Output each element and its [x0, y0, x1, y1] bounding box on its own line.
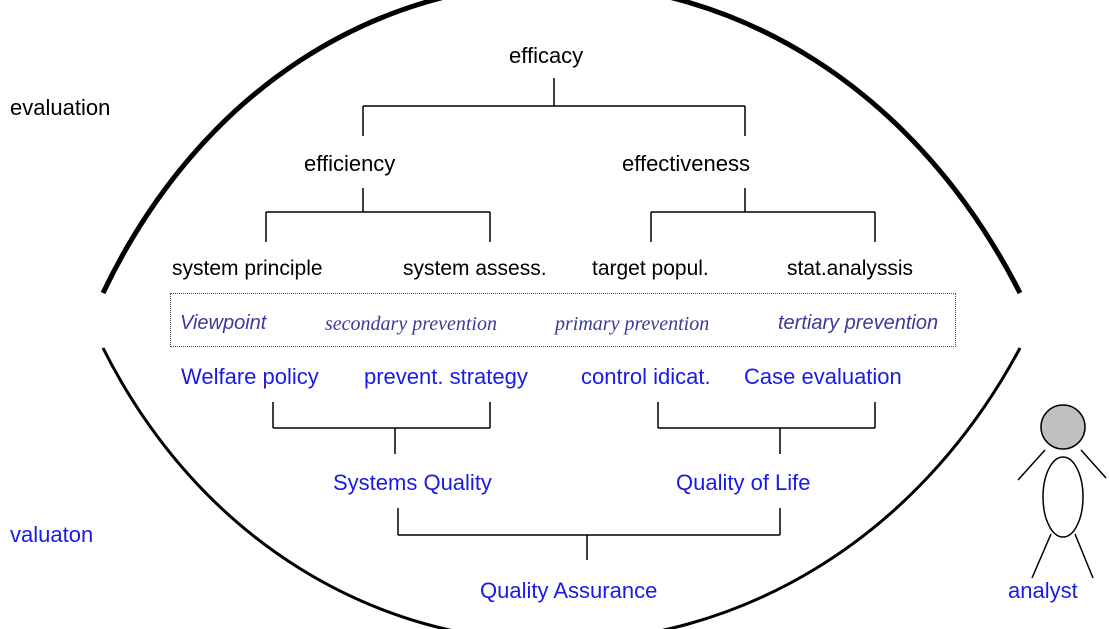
welfare-policy-node: Welfare policy [181, 364, 319, 389]
upper-arc [100, 0, 1023, 295]
tertiary-prevention-label: tertiary prevention [778, 312, 939, 334]
evaluation-label: evaluation [10, 95, 111, 120]
system-assess-node: system assess. [403, 257, 547, 280]
quality-assurance-node: Quality Assurance [480, 578, 658, 603]
primary-prevention-label: primary prevention [555, 313, 710, 335]
bottom-tree-connectors [272, 402, 876, 560]
target-popul-node: target popul. [592, 257, 709, 280]
lower-arc [101, 347, 1022, 629]
analyst-label: analyst [1008, 578, 1078, 603]
case-evaluation-node: Case evaluation [744, 364, 902, 389]
analyst-body [1042, 456, 1084, 538]
prevent-strategy-node: prevent. strategy [364, 364, 528, 389]
viewpoint-label: Viewpoint [180, 312, 267, 334]
systems-quality-node: Systems Quality [333, 470, 492, 495]
analyst-head [1040, 404, 1086, 450]
effectiveness-node: effectiveness [622, 151, 751, 176]
system-principle-node: system principle [172, 257, 323, 280]
quality-of-life-node: Quality of Life [676, 470, 811, 495]
top-tree-connectors [265, 78, 876, 242]
viewpoint-box [170, 293, 956, 347]
secondary-prevention-label: secondary prevention [325, 313, 497, 335]
efficiency-node: efficiency [304, 151, 396, 176]
efficacy-node: efficacy [509, 43, 584, 68]
control-indicat-node: control idicat. [581, 364, 711, 389]
analyst-figure [1017, 404, 1107, 579]
stat-analysis-node: stat.analyssis [787, 257, 914, 280]
valuation-label: valuaton [10, 522, 94, 547]
